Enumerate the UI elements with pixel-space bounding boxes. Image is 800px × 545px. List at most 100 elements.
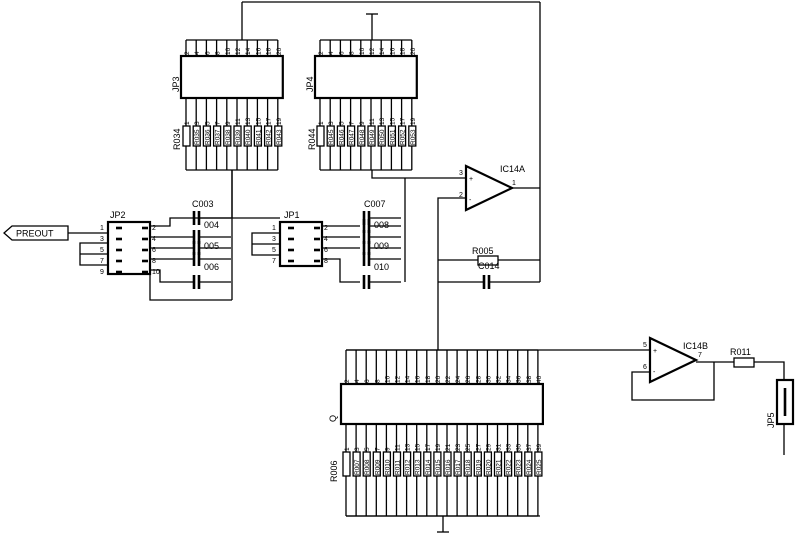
resistor-label: R020 bbox=[485, 459, 492, 475]
pin-number: 22 bbox=[445, 375, 452, 383]
resistor-label: R039 bbox=[235, 129, 242, 145]
resistor-label: R035 bbox=[194, 129, 201, 145]
jp5-header: JP5 bbox=[766, 378, 795, 455]
pin-number: 10 bbox=[152, 269, 160, 276]
pin-number: 18 bbox=[266, 47, 273, 55]
resistor-label: R037 bbox=[215, 129, 222, 145]
pin-number: 8 bbox=[152, 258, 156, 265]
r006-label: R006 bbox=[329, 460, 339, 482]
pin-number: 18 bbox=[400, 47, 407, 55]
pin-number: 14 bbox=[405, 375, 412, 383]
pin-number: 15 bbox=[255, 117, 262, 125]
svg-text:6: 6 bbox=[643, 364, 647, 371]
pin-number: 1 bbox=[184, 121, 191, 125]
pin-number: 36 bbox=[516, 375, 523, 383]
r011-label: R011 bbox=[730, 347, 751, 357]
pin-number: 14 bbox=[379, 47, 386, 55]
resistor-label: R016 bbox=[445, 459, 452, 475]
resistor-label: R021 bbox=[496, 459, 503, 475]
pin-number: 2 bbox=[152, 225, 156, 232]
capacitor-bank-left: C003 004 005 006 bbox=[149, 170, 280, 301]
r005-label: R005 bbox=[472, 246, 494, 256]
header-body bbox=[179, 54, 284, 100]
pin-number: 11 bbox=[395, 444, 402, 451]
pin-number: 17 bbox=[400, 117, 407, 125]
pin-number: 30 bbox=[485, 375, 492, 383]
resistor-label: R053 bbox=[410, 129, 417, 145]
jp4-label: JP4 bbox=[305, 76, 315, 92]
pin-number: 6 bbox=[338, 51, 345, 55]
pin-number: 37 bbox=[526, 443, 533, 451]
jp5-label: JP5 bbox=[766, 412, 776, 428]
resistor-label: R040 bbox=[245, 129, 252, 145]
pin-number: 31 bbox=[496, 443, 503, 451]
pin-number: 35 bbox=[516, 443, 523, 451]
q-header: Q 2143R00765R00887R009109R0101211R011141… bbox=[328, 349, 650, 533]
pin-number: 12 bbox=[395, 375, 402, 383]
pin-number: 15 bbox=[389, 117, 396, 125]
c005-label: 005 bbox=[204, 241, 219, 251]
pin-number: 4 bbox=[324, 236, 328, 243]
pin-number: 7 bbox=[215, 121, 222, 125]
ic14b-label: IC14B bbox=[683, 341, 708, 351]
pin-number: 2 bbox=[344, 379, 351, 383]
pin-number: 11 bbox=[235, 118, 242, 125]
pin-number: 3 bbox=[272, 236, 276, 243]
resistor-label: R012 bbox=[405, 459, 412, 475]
c003-label: C003 bbox=[192, 199, 214, 209]
q-label: Q bbox=[328, 415, 338, 422]
pin-number: 17 bbox=[266, 117, 273, 125]
r044-label: R044 bbox=[307, 128, 317, 150]
array-resistor bbox=[342, 451, 351, 477]
resistor-label: R046 bbox=[338, 129, 345, 145]
pin-number: 20 bbox=[435, 375, 442, 383]
jp2-label: JP2 bbox=[110, 210, 126, 220]
pin-number: 10 bbox=[225, 47, 232, 55]
pin-number: 11 bbox=[369, 118, 376, 125]
header-body bbox=[339, 382, 544, 426]
pin-number: 26 bbox=[465, 375, 472, 383]
array-resistor bbox=[316, 125, 325, 147]
pin-number: 24 bbox=[455, 375, 462, 383]
pin-number: 13 bbox=[405, 443, 412, 451]
svg-text:+: + bbox=[653, 348, 657, 355]
svg-text:-: - bbox=[653, 369, 656, 376]
pin-number: 12 bbox=[369, 47, 376, 55]
pin-number: 6 bbox=[152, 247, 156, 254]
pin-number: 8 bbox=[374, 379, 381, 383]
resistor-label: R042 bbox=[266, 129, 273, 145]
pin-number: 5 bbox=[338, 121, 345, 125]
pin-number: 6 bbox=[364, 379, 371, 383]
pin-number: 2 bbox=[184, 51, 191, 55]
pin-number: 19 bbox=[276, 117, 283, 125]
resistor-label: R024 bbox=[526, 459, 533, 475]
pin-number: 3 bbox=[194, 121, 201, 125]
resistor-label: R018 bbox=[465, 459, 472, 475]
jp4-header: JP4 2143R04565R04687R047109R0481211R0491… bbox=[305, 13, 418, 179]
resistor-label: R011 bbox=[395, 460, 402, 475]
ic14a-opamp: IC14A + - 3 2 1 R005 C014 bbox=[405, 2, 541, 350]
pin-number: 33 bbox=[506, 443, 513, 451]
svg-text:5: 5 bbox=[643, 342, 647, 349]
resistor-label: R008 bbox=[364, 459, 371, 475]
pin-number: 3 bbox=[100, 236, 104, 243]
pin-number: 32 bbox=[496, 375, 503, 383]
pin-number: 40 bbox=[536, 375, 543, 383]
pin-number: 25 bbox=[465, 443, 472, 451]
c006-label: 006 bbox=[204, 262, 219, 272]
c010-label: 010 bbox=[374, 262, 389, 272]
pin-number: 16 bbox=[255, 47, 262, 55]
resistor-label: R048 bbox=[359, 129, 366, 145]
jp1-label: JP1 bbox=[284, 210, 300, 220]
resistor-label: R038 bbox=[225, 129, 232, 145]
jp3-label: JP3 bbox=[171, 76, 181, 92]
resistor-label: R015 bbox=[435, 459, 442, 475]
pin-number: 9 bbox=[359, 121, 366, 125]
pin-number: 29 bbox=[485, 443, 492, 451]
resistor-label: R013 bbox=[415, 459, 422, 475]
array-resistor bbox=[182, 125, 191, 147]
pin-number: 1 bbox=[272, 225, 276, 232]
resistor-label: R009 bbox=[374, 459, 381, 475]
